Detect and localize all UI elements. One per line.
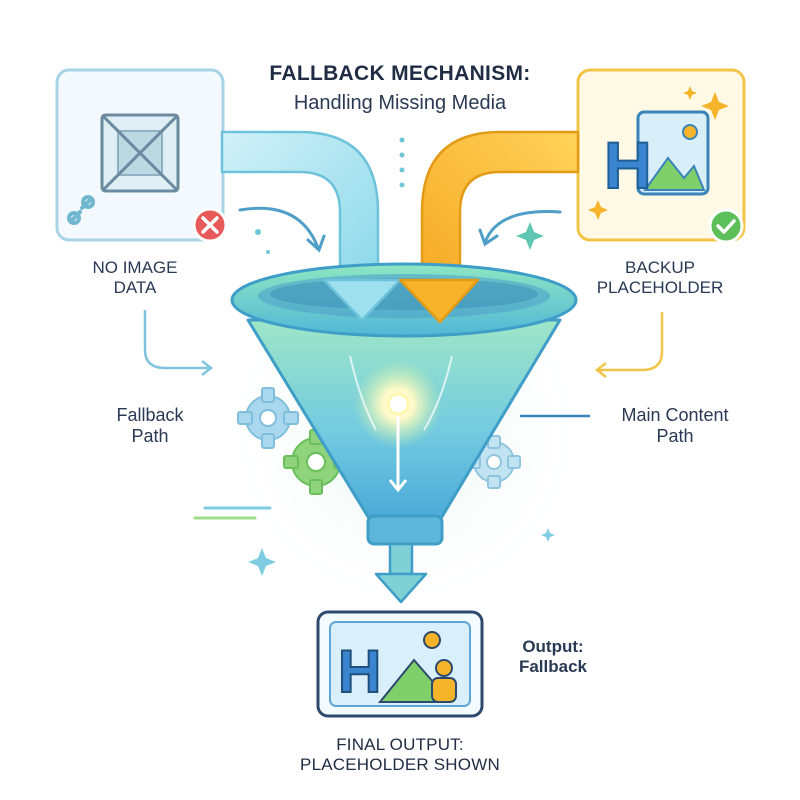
no-image-label-line1: NO IMAGE — [92, 258, 178, 277]
sparkle-icon — [516, 222, 544, 250]
fallback-path-line1: Fallback — [116, 405, 184, 425]
final-output-label: FINAL OUTPUT: PLACEHOLDER SHOWN — [250, 735, 550, 775]
final-output-line2: PLACEHOLDER SHOWN — [300, 755, 500, 775]
backup-label-line2: PLACEHOLDER — [596, 278, 724, 298]
output-arrow — [374, 542, 428, 604]
main-path-line2: Path — [656, 426, 694, 447]
fallback-connector — [143, 310, 210, 370]
output-label-line1: Output: — [522, 637, 584, 656]
output-label-line2: Fallback — [518, 657, 588, 677]
no-image-label: NO IMAGE DATA — [60, 258, 210, 298]
blue-arrow-tip — [322, 278, 402, 322]
speed-lines — [193, 506, 272, 520]
main-content-path-label: Main Content Path — [585, 405, 765, 447]
main-path-line1: Main Content — [621, 405, 729, 425]
main-connector — [598, 312, 664, 372]
image-placeholder-icon — [636, 110, 710, 196]
no-image-label-line2: DATA — [113, 278, 157, 298]
output-h-glyph: H — [338, 638, 381, 705]
final-output-line1: FINAL OUTPUT: — [336, 735, 464, 754]
check-icon — [708, 208, 744, 244]
main-connector-head — [594, 362, 607, 378]
backup-label: BACKUP PLACEHOLDER — [570, 258, 750, 298]
output-label: Output: Fallback — [498, 637, 608, 677]
broken-image-icon — [100, 113, 180, 193]
right-small-arrow — [484, 210, 562, 242]
fallback-connector-head — [201, 360, 214, 376]
backup-label-line1: BACKUP — [625, 258, 695, 277]
right-small-arrow-head — [478, 228, 499, 247]
funnel — [230, 262, 578, 546]
title-line2: Handling Missing Media — [293, 92, 507, 114]
yellow-arrow-tip — [398, 278, 480, 324]
title-line1: FALLBACK MECHANISM: — [269, 62, 531, 85]
fallback-path-line2: Path — [131, 426, 169, 447]
gear-icon — [237, 387, 299, 449]
output-card: H — [316, 610, 484, 718]
no-image-card — [55, 68, 228, 243]
error-x-icon — [192, 207, 228, 243]
placeholder-h-glyph: H — [604, 128, 652, 202]
sparkle-icon — [588, 86, 729, 220]
broken-link-icon — [67, 195, 95, 225]
sparkle-icon — [248, 528, 555, 576]
left-small-arrow — [238, 206, 320, 250]
fallback-path-label: Fallback Path — [85, 405, 215, 447]
backup-placeholder-card: H — [576, 68, 746, 244]
left-small-arrow-head — [306, 234, 326, 253]
decor-dots — [255, 137, 405, 254]
